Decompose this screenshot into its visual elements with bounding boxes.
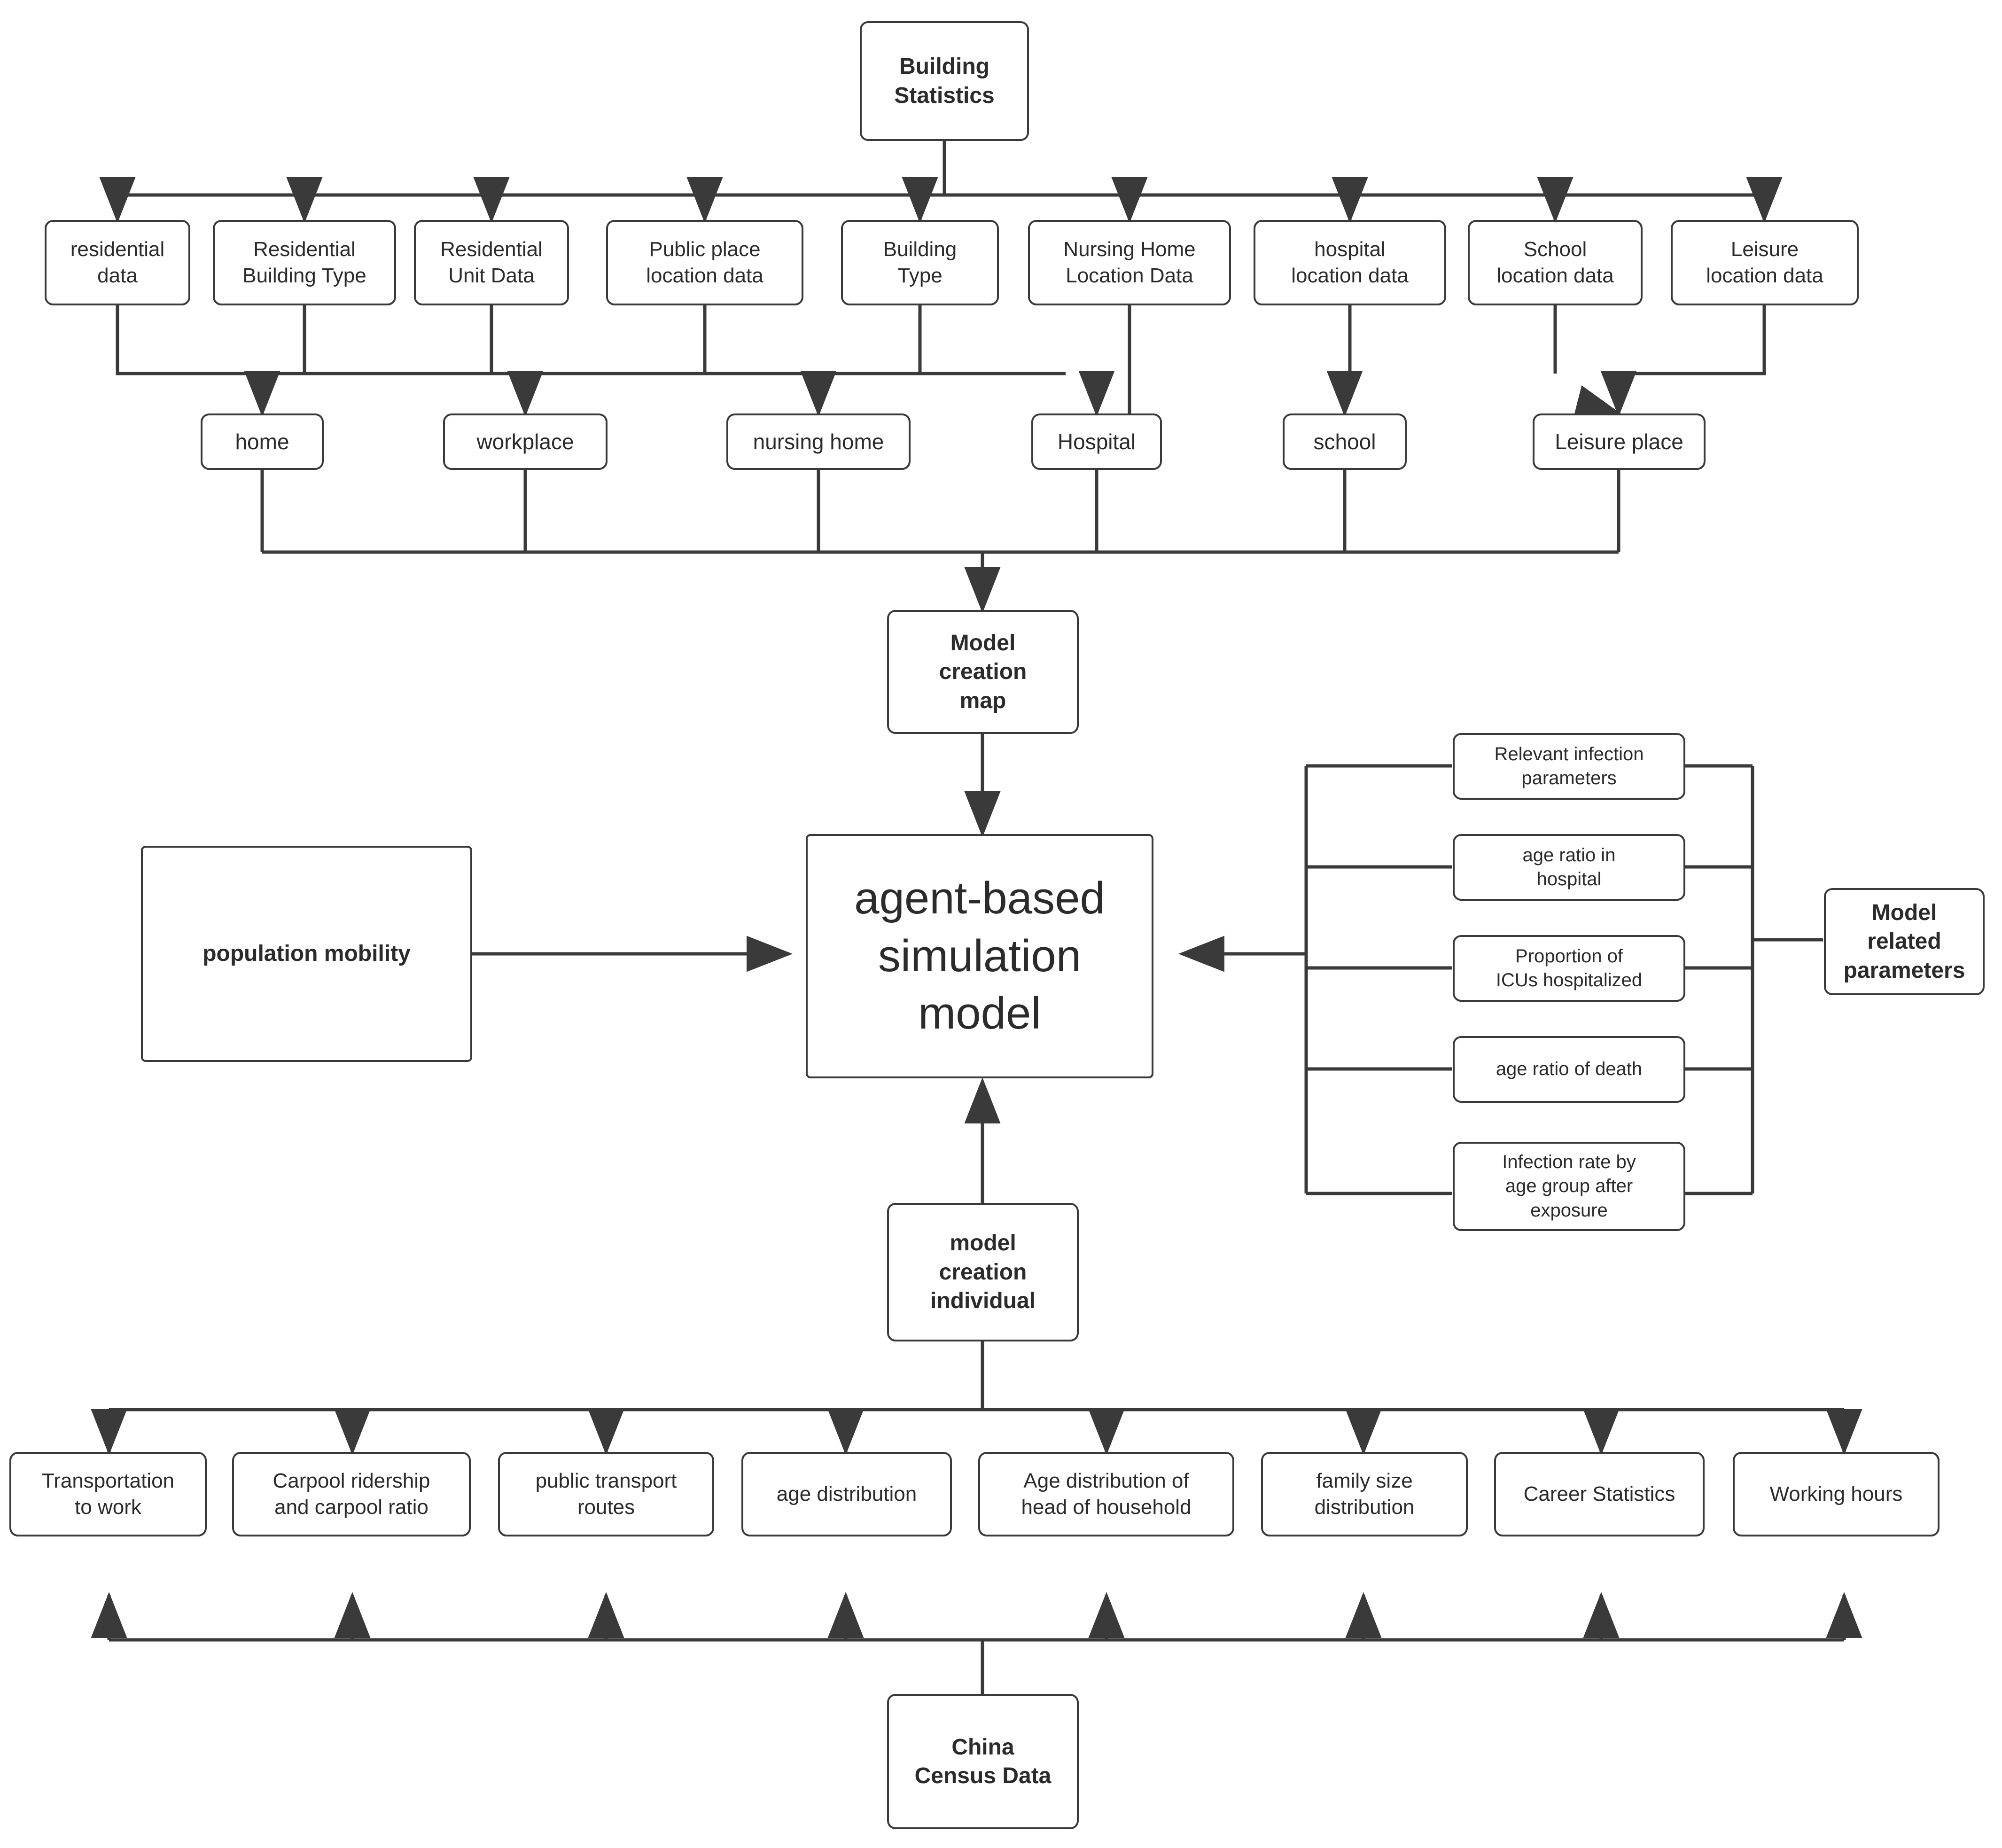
node-workplace[interactable]: workplace <box>443 413 608 470</box>
node-leisure-place[interactable]: Leisure place <box>1533 413 1706 470</box>
node-population-mobility[interactable]: population mobility <box>141 846 472 1062</box>
node-school[interactable]: school <box>1283 413 1407 470</box>
node-hospital[interactable]: Hospital <box>1031 413 1162 470</box>
node-age-ratio-of-death[interactable]: age ratio of death <box>1453 1036 1685 1103</box>
node-home[interactable]: home <box>201 413 324 470</box>
node-nursing-home[interactable]: nursing home <box>726 413 911 470</box>
node-career-statistics[interactable]: Career Statistics <box>1494 1452 1705 1536</box>
node-age-distribution[interactable]: age distribution <box>741 1452 952 1536</box>
node-working-hours[interactable]: Working hours <box>1733 1452 1940 1536</box>
